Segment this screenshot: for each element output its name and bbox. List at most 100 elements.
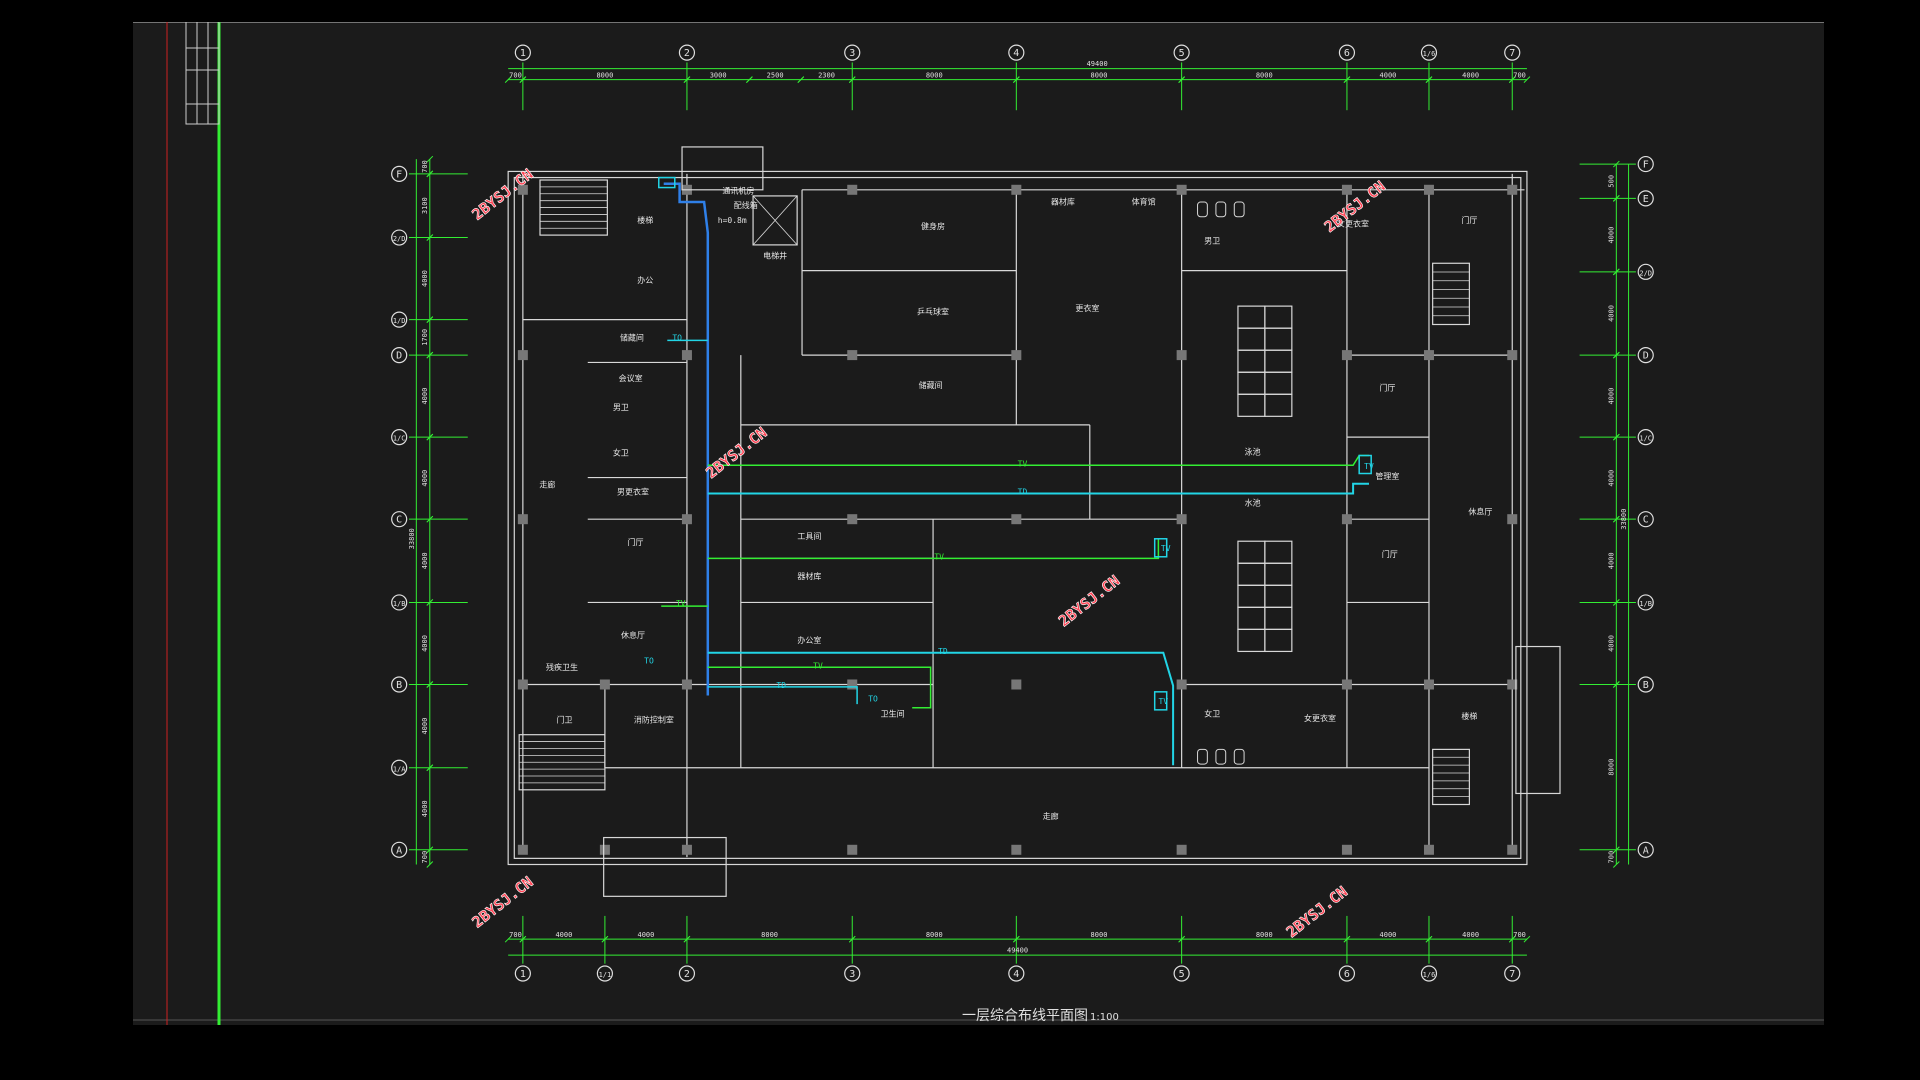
- structural-column: [847, 844, 858, 855]
- building-walls: [507, 146, 1561, 897]
- structural-column: [1011, 844, 1022, 855]
- stair-northeast: [1432, 262, 1470, 326]
- axis-bottom-1-circle: [514, 965, 531, 982]
- dim-top-value: 700: [509, 72, 522, 80]
- title-block-stamp: [185, 22, 220, 125]
- axis-right-F-label: F: [1643, 160, 1649, 171]
- structural-column: [681, 844, 692, 855]
- structural-column: [1423, 350, 1434, 361]
- dim-top-value: 4000: [1462, 72, 1479, 80]
- structural-column: [1423, 679, 1434, 690]
- dim-top-tick: [504, 76, 512, 83]
- dim-bottom-value: 4000: [1462, 931, 1479, 939]
- axis-right-2/D-label: 2/D: [1639, 269, 1652, 277]
- dim-right-tick: [1612, 160, 1620, 168]
- toilet-fixture: [1215, 201, 1227, 218]
- dim-right-tick: [1612, 351, 1620, 359]
- axis-right-1/B-circle: [1637, 594, 1654, 611]
- dim-top-tick: [683, 76, 691, 83]
- axis-bottom-6-circle: [1338, 965, 1356, 982]
- dim-left-tick: [426, 234, 434, 241]
- structural-column: [1176, 679, 1187, 690]
- toilet-fixture: [1197, 748, 1208, 765]
- axis-bottom-1/6-circle: [1420, 965, 1438, 982]
- structural-column: [517, 350, 528, 361]
- structural-column: [1423, 184, 1434, 195]
- east-ramp: [1515, 645, 1561, 795]
- axis-top-6-circle: [1338, 44, 1356, 61]
- stair-southeast: [1432, 748, 1470, 806]
- room-label: 乒乓球室: [917, 307, 949, 317]
- axis-top-4-circle: [1008, 44, 1025, 61]
- axis-left-1/D-circle: [391, 311, 408, 328]
- axis-top-1/6-label: 1/6: [1423, 50, 1436, 58]
- cable-label: h=0.8m: [718, 216, 747, 225]
- dim-bottom-value: 8000: [761, 931, 778, 939]
- dim-left-tick: [426, 316, 434, 323]
- cable-label: TO: [644, 657, 654, 666]
- dim-top-tick: [848, 76, 856, 83]
- cable-label: TO: [672, 333, 682, 342]
- dim-right-tick: [1612, 861, 1620, 868]
- dim-left-value: 4000: [421, 270, 429, 287]
- room-label: 健身房: [921, 221, 945, 231]
- structural-column: [847, 350, 858, 361]
- room-label: 男卫: [613, 403, 629, 412]
- axis-bottom-1/1-circle: [596, 965, 613, 982]
- room-label: 门厅: [1379, 383, 1395, 393]
- structural-column: [599, 844, 610, 855]
- caption-title: 一层综合布线平面图: [962, 1008, 1088, 1024]
- axis-right-F-circle: [1637, 155, 1654, 173]
- axis-left-1/A-circle: [391, 759, 408, 776]
- toilet-fixture: [1197, 201, 1208, 218]
- dim-right-tick: [1612, 599, 1620, 606]
- cable-label: TD: [1018, 488, 1028, 497]
- locker-block-south: [1264, 584, 1293, 608]
- dim-left-tick: [426, 846, 434, 854]
- dim-left-value: 4000: [421, 800, 429, 817]
- watermark-text: 2BYSJ.CN: [1283, 883, 1351, 942]
- dim-left-value: 4000: [421, 470, 429, 487]
- axis-left-1/D-label: 1/D: [393, 317, 406, 325]
- structural-column: [847, 679, 858, 690]
- locker-block-north: [1264, 371, 1293, 395]
- locker-block-south: [1237, 606, 1266, 630]
- room-label: 工具间: [797, 532, 821, 541]
- structural-column: [1507, 844, 1518, 855]
- structural-column: [681, 514, 692, 525]
- locker-block-north: [1264, 349, 1293, 373]
- cable-label: TV: [1158, 697, 1168, 706]
- dim-right-value: 4000: [1607, 227, 1615, 244]
- axis-left-A-circle: [391, 841, 408, 858]
- dim-right-value: 500: [1607, 175, 1615, 188]
- dim-right-value: 4000: [1607, 635, 1615, 652]
- structural-column: [1341, 350, 1352, 361]
- structural-column: [1011, 184, 1022, 195]
- tv-cable-row-2: [707, 538, 1160, 560]
- axis-bottom-3-label: 3: [849, 969, 855, 980]
- structural-column: [1341, 679, 1352, 690]
- structural-column: [1011, 514, 1022, 525]
- axis-bottom-1-label: 1: [520, 969, 526, 980]
- room-label: 会议室: [619, 373, 643, 383]
- room-label: 储藏间: [919, 380, 943, 390]
- axis-right-A-circle: [1637, 841, 1654, 858]
- dim-right-value: 4000: [1607, 388, 1615, 405]
- watermark-text: 2BYSJ.CN: [469, 873, 537, 932]
- room-label: 办公: [637, 275, 653, 285]
- locker-block-south: [1264, 628, 1293, 653]
- axis-right-2/D-circle: [1637, 263, 1654, 280]
- dim-left-value: 3100: [421, 197, 429, 214]
- axis-right-B-label: B: [1643, 680, 1649, 691]
- dim-bottom-value: 4000: [555, 931, 572, 939]
- dim-bottom-value: 4000: [637, 931, 654, 939]
- axis-left-F-label: F: [396, 169, 402, 180]
- axis-bottom-7-label: 7: [1509, 969, 1515, 980]
- structural-column: [847, 184, 858, 195]
- room-label: 女卫: [1204, 708, 1220, 718]
- axis-right-1/C-circle: [1637, 429, 1654, 446]
- locker-block-south: [1237, 584, 1266, 608]
